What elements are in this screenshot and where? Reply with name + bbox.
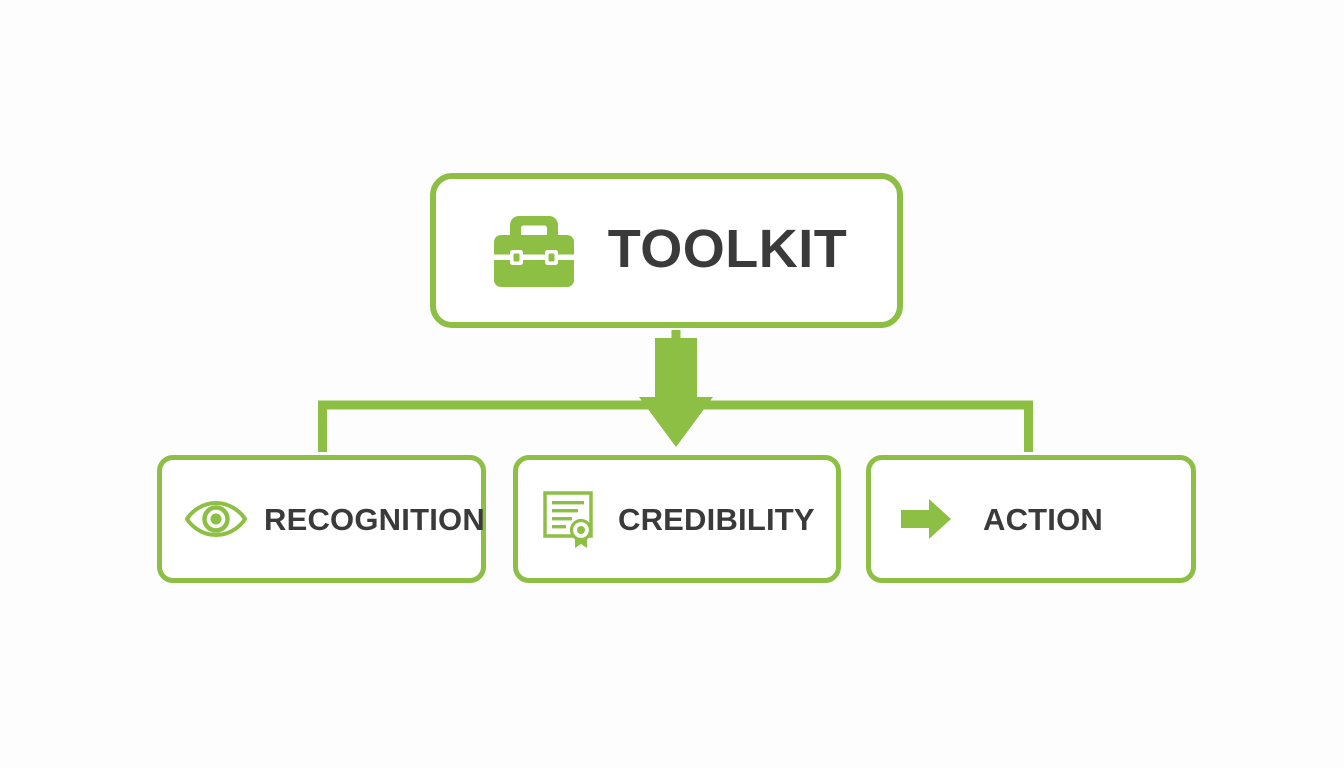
eye-icon: [184, 495, 248, 543]
node-credibility-label: CREDIBILITY: [618, 501, 815, 537]
arrow-down-icon: [639, 338, 713, 447]
node-toolkit-label: TOOLKIT: [607, 218, 848, 279]
arrow-right-icon: [899, 496, 953, 542]
node-toolkit[interactable]: TOOLKIT: [430, 173, 903, 328]
node-recognition-label: RECOGNITION: [264, 501, 485, 537]
node-action[interactable]: ACTION: [866, 455, 1196, 583]
node-recognition[interactable]: RECOGNITION: [157, 455, 486, 583]
briefcase-icon: [486, 208, 582, 294]
node-action-label: ACTION: [983, 501, 1104, 537]
node-credibility[interactable]: CREDIBILITY: [513, 455, 841, 583]
certificate-icon: [542, 488, 602, 550]
